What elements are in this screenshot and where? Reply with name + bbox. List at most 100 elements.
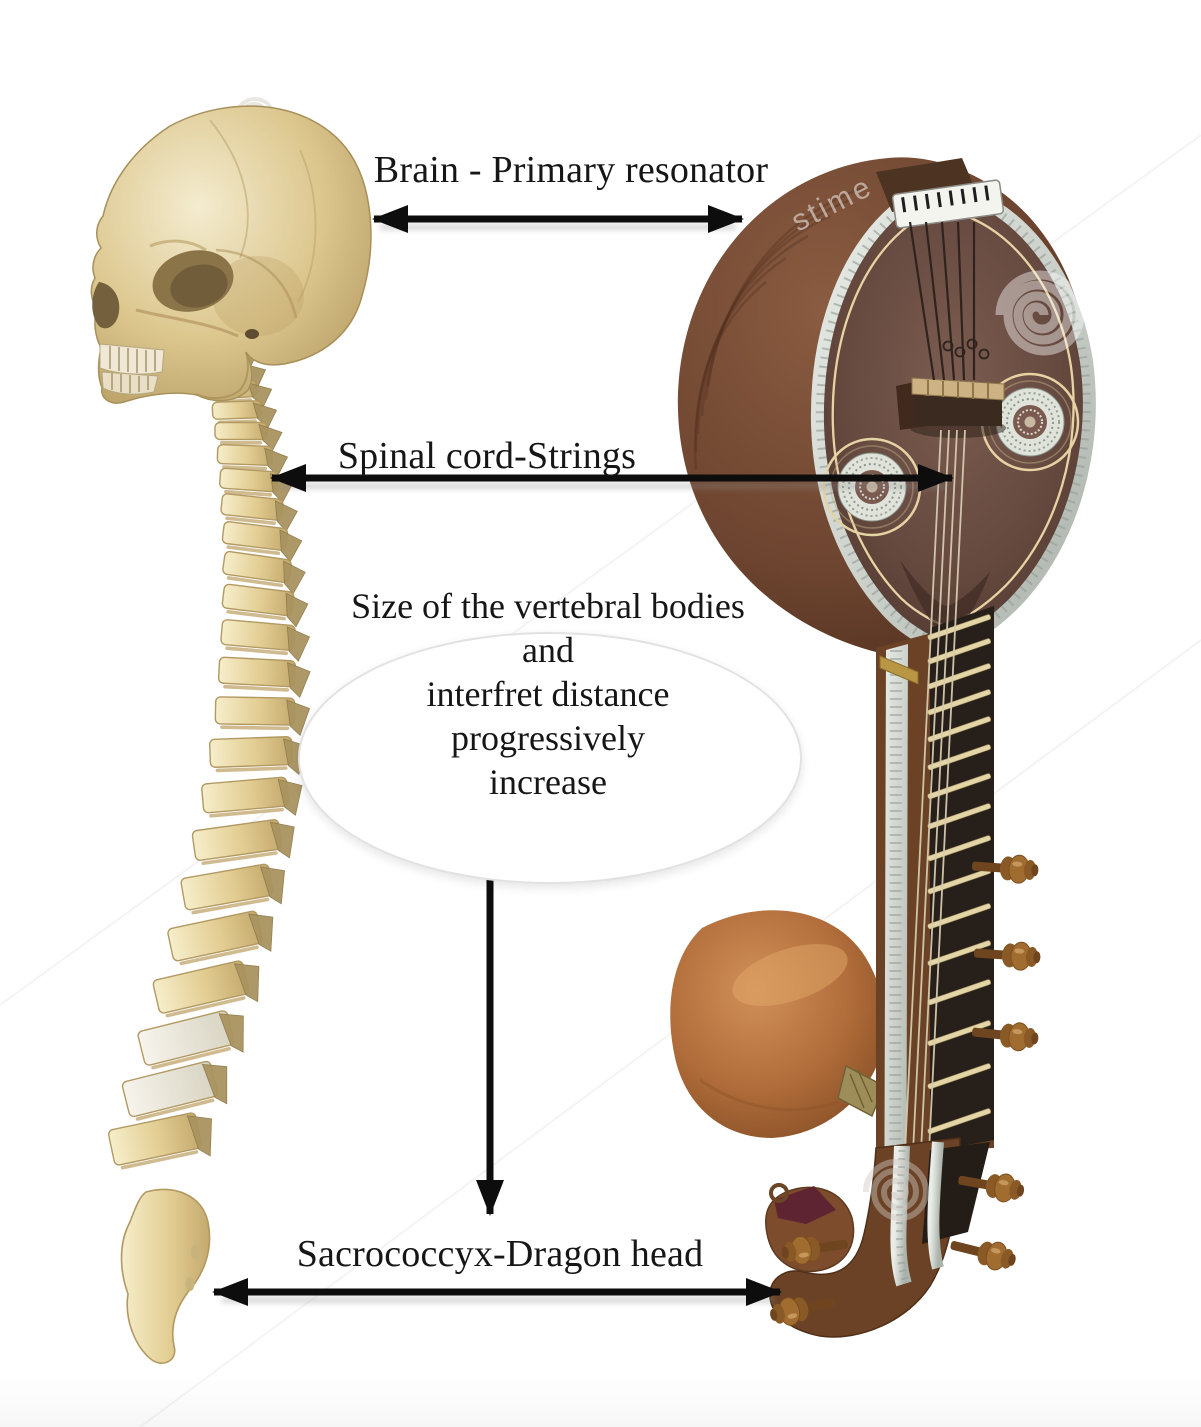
dragon-horn-loop <box>769 1183 789 1203</box>
fret <box>927 773 992 800</box>
tooth-lines <box>109 346 156 393</box>
mandible-line <box>195 351 249 400</box>
vertebra <box>191 819 295 866</box>
bubble-line-3: interfret distance <box>426 674 670 714</box>
tuning-peg <box>971 1022 1039 1052</box>
tailpiece <box>891 179 1005 229</box>
grain-line <box>693 281 767 471</box>
skull-illustration <box>90 105 372 404</box>
fret <box>927 903 992 930</box>
watermark-spiral-bottom <box>863 1159 930 1221</box>
string <box>915 429 958 1253</box>
tuning-peg <box>973 941 1041 971</box>
bubble-line-2: and <box>522 630 574 670</box>
fret <box>927 1063 992 1090</box>
spine-illustration <box>107 342 311 1364</box>
sacrum-coccyx <box>120 1188 211 1364</box>
vertebra <box>221 583 309 628</box>
vertebra <box>220 619 311 662</box>
tuning-peg <box>781 1235 848 1265</box>
tuning-pegs <box>770 854 1041 1326</box>
temporal-fossa <box>212 256 304 336</box>
sacral-foramen <box>185 1277 195 1291</box>
vertebra <box>209 736 308 776</box>
string <box>940 221 956 381</box>
grain-line <box>700 214 831 417</box>
bubble-ellipse <box>298 632 802 884</box>
grain-line <box>696 234 809 435</box>
vertebra <box>107 1112 212 1170</box>
vertebra <box>216 444 289 477</box>
grain-line <box>704 198 851 401</box>
watermark-spiral-face <box>995 270 1085 356</box>
nasal-aperture <box>92 282 120 329</box>
tuning-peg <box>971 854 1039 884</box>
string <box>899 429 942 1253</box>
bridge <box>896 377 1006 438</box>
vertebra <box>222 550 306 595</box>
vertebra <box>137 1010 244 1070</box>
bubble-line-5: increase <box>489 762 607 802</box>
veena-illustration: stime <box>670 157 1090 1338</box>
vertebra <box>167 910 274 966</box>
string <box>924 221 946 381</box>
vertebra <box>214 696 311 736</box>
page-shade <box>0 1377 1201 1427</box>
tuning-peg <box>770 1297 836 1326</box>
bubble-line-1: Size of the vertebral bodies <box>351 586 745 626</box>
bowl-grain <box>693 184 869 471</box>
brass-strap <box>879 655 919 685</box>
vertebra <box>211 400 278 429</box>
ear-canal <box>245 329 259 339</box>
vertebra <box>221 521 303 563</box>
grain-line <box>706 184 869 387</box>
vertebra <box>180 863 285 915</box>
gourd-resonator <box>670 910 886 1138</box>
string <box>956 221 966 381</box>
fret <box>927 638 992 665</box>
strings-lower <box>899 429 966 1253</box>
fret <box>927 614 992 641</box>
pegbox-dragon-head <box>765 1137 990 1338</box>
vertebra <box>201 776 303 818</box>
vertebra <box>121 1060 228 1121</box>
string <box>908 221 936 381</box>
string <box>907 429 950 1253</box>
string-loop <box>978 348 990 360</box>
string-loop <box>966 338 978 350</box>
vertebra <box>214 421 283 451</box>
brow-ridge <box>149 239 207 252</box>
vertebra <box>220 493 298 532</box>
string-loop <box>942 340 954 352</box>
dragon-crest <box>774 1186 836 1224</box>
tuning-peg <box>950 1241 1016 1271</box>
grain-line <box>694 256 787 453</box>
label-spinal-cord-strings: Spinal cord-Strings <box>337 435 637 477</box>
gourd-rope <box>837 1064 885 1118</box>
bubble-text: Size of the vertebral bodies and interfr… <box>298 584 798 804</box>
string-loop <box>954 346 966 358</box>
tuning-peg <box>958 1173 1025 1203</box>
label-brain-primary-resonator: Brain - Primary resonator <box>373 149 769 191</box>
vertebra <box>217 656 311 698</box>
string <box>923 429 966 1253</box>
fret <box>927 1020 992 1047</box>
fret <box>927 1108 992 1135</box>
frets <box>927 614 992 1135</box>
temporal-line <box>215 248 298 319</box>
strings-upper <box>908 221 990 381</box>
sacral-foramen <box>191 1244 201 1260</box>
fret <box>927 744 992 771</box>
eye-socket-shadow <box>170 264 228 308</box>
arrows <box>212 205 954 1306</box>
fret <box>927 803 992 830</box>
fret <box>927 940 992 967</box>
label-sacrococcyx-dragon-head: Sacrococcyx-Dragon head <box>296 1233 704 1275</box>
fret <box>927 716 992 743</box>
bubble-line-4: progressively <box>451 718 645 758</box>
suture-line <box>297 149 317 303</box>
suture-line <box>209 119 249 259</box>
vertebra <box>152 960 260 1018</box>
